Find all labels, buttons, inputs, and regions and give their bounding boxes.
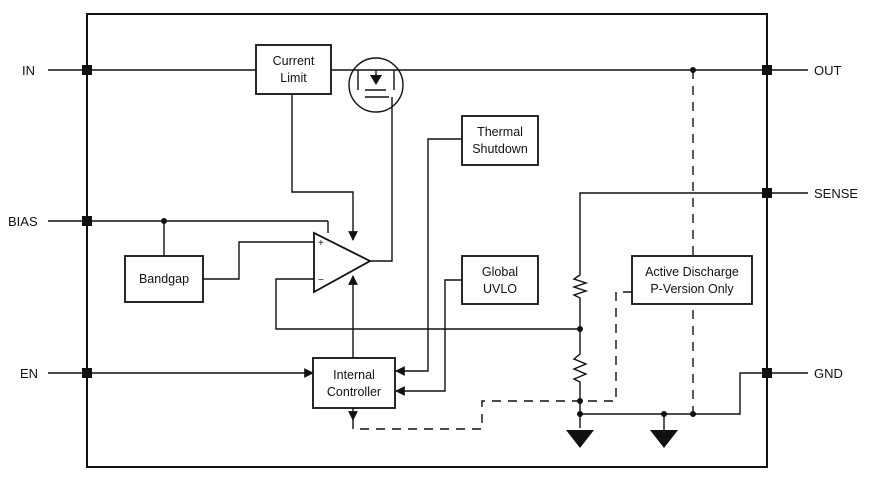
pin-label-sense: SENSE <box>814 186 858 201</box>
bandgap-block: Bandgap <box>124 255 204 303</box>
current-limit-label-2: Limit <box>280 71 307 85</box>
pin-label-en: EN <box>20 366 38 381</box>
amp-plus-sign: + <box>318 238 324 249</box>
chip-outline <box>86 13 768 468</box>
global-uvlo-label-2: UVLO <box>483 282 517 296</box>
ground-symbol-left <box>566 430 594 448</box>
current-limit-block: Current Limit <box>255 44 332 95</box>
bandgap-label: Bandgap <box>139 272 189 286</box>
pin-label-bias: BIAS <box>8 214 38 229</box>
amp-minus-sign: − <box>318 275 324 286</box>
active-discharge-label-2: P-Version Only <box>650 282 734 296</box>
global-uvlo-block: Global UVLO <box>461 255 539 305</box>
sense-resistor-lower <box>572 345 588 385</box>
thermal-shutdown-label-1: Thermal <box>477 125 523 139</box>
internal-controller-block: Internal Controller <box>312 357 396 409</box>
junction-dots <box>161 67 696 417</box>
internal-controller-label-2: Controller <box>327 385 381 399</box>
thermal-shutdown-block: Thermal Shutdown <box>461 115 539 166</box>
pass-fet-icon <box>348 57 404 113</box>
error-amplifier: + − <box>313 231 372 294</box>
thermal-shutdown-label-2: Shutdown <box>472 142 528 156</box>
pin-label-in: IN <box>22 63 35 78</box>
sense-resistor-upper <box>571 268 589 302</box>
pin-label-out: OUT <box>814 63 842 78</box>
active-discharge-label-1: Active Discharge <box>645 265 739 279</box>
active-discharge-block: Active Discharge P-Version Only <box>631 255 753 305</box>
pin-label-gnd: GND <box>814 366 843 381</box>
current-limit-label-1: Current <box>273 54 315 68</box>
internal-controller-label-1: Internal <box>333 368 375 382</box>
wiring <box>48 69 808 430</box>
pin-pads <box>82 65 772 378</box>
global-uvlo-label-1: Global <box>482 265 518 279</box>
ground-symbol-right <box>650 430 678 448</box>
